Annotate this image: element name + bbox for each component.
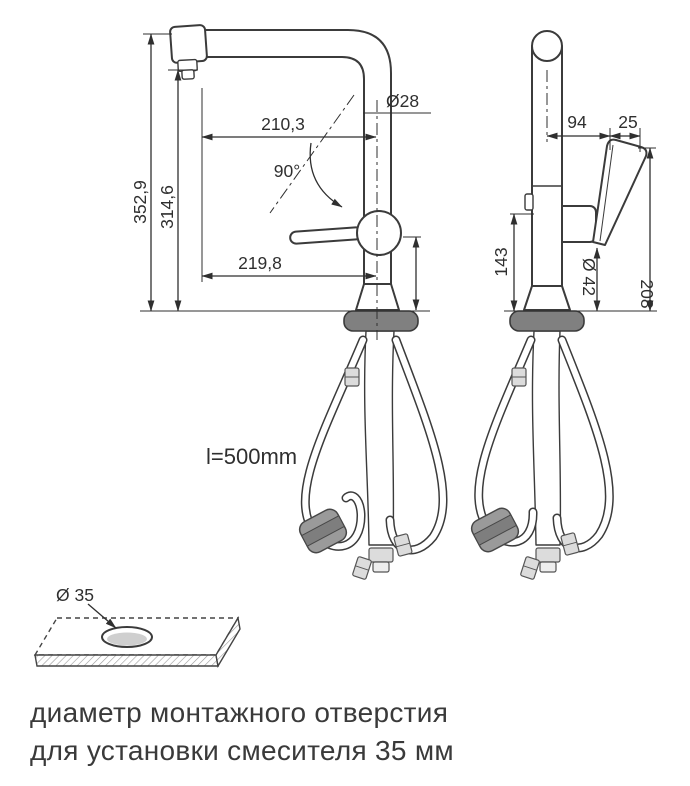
counter-side-edge [215, 616, 241, 668]
side-handle-lever [592, 138, 648, 246]
dim-body-height: 143 [491, 213, 534, 312]
side-dimensions: 94 25 143 Ø 42 208 [491, 70, 657, 312]
supply-hose-left [475, 337, 537, 546]
front-spray-head [169, 24, 208, 80]
dim-handle-height-unlabeled [403, 236, 421, 311]
dim-spout-reach-outlet: 219,8 [201, 253, 377, 280]
front-dimensions: 210,3 Ø28 90° 352,9 314,6 [130, 33, 431, 469]
side-hoses [470, 330, 614, 580]
supply-hose-right [387, 337, 447, 553]
dim-label-219-8: 219,8 [238, 253, 282, 273]
dim-label-143: 143 [491, 247, 511, 276]
caption-line2: для установки смесителя 35 мм [30, 735, 454, 766]
dim-handle-height: 208 [637, 147, 657, 312]
hose-weight [470, 507, 520, 553]
hose-length-label: l=500mm [206, 444, 297, 469]
hose-connector [560, 532, 580, 556]
faucet-front-view: 210,3 Ø28 90° 352,9 314,6 [130, 24, 448, 580]
hose-connector [520, 556, 540, 580]
counter-front-edge [34, 654, 219, 667]
front-handle-lever [289, 226, 364, 245]
dim-label-210-3: 210,3 [261, 114, 305, 134]
faucet-side-view: 94 25 143 Ø 42 208 [470, 30, 657, 580]
dim-spout-diameter: Ø28 [363, 91, 431, 114]
technical-drawing: 210,3 Ø28 90° 352,9 314,6 [33, 24, 657, 668]
bend-diagonal-centerline [269, 94, 355, 214]
dim-label-dia28: Ø28 [386, 91, 419, 111]
dim-label-dia35: Ø 35 [56, 585, 94, 605]
lever-seam [599, 144, 614, 242]
front-hoses [298, 330, 448, 580]
dim-label-25: 25 [618, 112, 637, 132]
hose-weight [298, 508, 348, 554]
hose-connector [393, 533, 413, 557]
front-base [355, 283, 400, 311]
caption: диаметр монтажного отверстия для установ… [30, 694, 454, 770]
dim-spout-height: 314,6 [157, 69, 198, 312]
dim-base-diameter: Ø 42 [579, 247, 601, 312]
hole-leader-line [87, 603, 117, 629]
dim-label-90deg: 90° [274, 161, 300, 181]
hose-nut [344, 367, 360, 387]
front-handle-joint [356, 210, 402, 256]
hose-nut [511, 367, 527, 387]
pullout-hose-hatched [363, 330, 395, 546]
hose-connector [535, 547, 561, 573]
side-button [524, 193, 534, 211]
dim-label-208: 208 [637, 279, 657, 308]
front-mounting-washer [343, 310, 419, 332]
hose-connector [352, 556, 372, 580]
side-base [523, 285, 571, 311]
hose-connector [368, 547, 394, 573]
side-top-cap [531, 30, 563, 62]
caption-line1: диаметр монтажного отверстия [30, 697, 449, 728]
mounting-hole-detail: Ø 35 [33, 585, 241, 668]
pullout-hose-hatched [531, 330, 562, 546]
dim-spout-angle: 90° [274, 142, 343, 208]
dim-label-94: 94 [567, 112, 587, 132]
dim-label-dia42: Ø 42 [579, 258, 599, 296]
side-mounting-washer [509, 310, 585, 332]
dim-label-352-9: 352,9 [130, 180, 150, 224]
supply-hose-right [554, 337, 613, 551]
dim-total-height: 352,9 [130, 33, 172, 312]
dim-spout-reach-center: 210,3 [201, 114, 377, 141]
mounting-hole-shading [107, 632, 147, 646]
dim-label-314-6: 314,6 [157, 185, 177, 229]
